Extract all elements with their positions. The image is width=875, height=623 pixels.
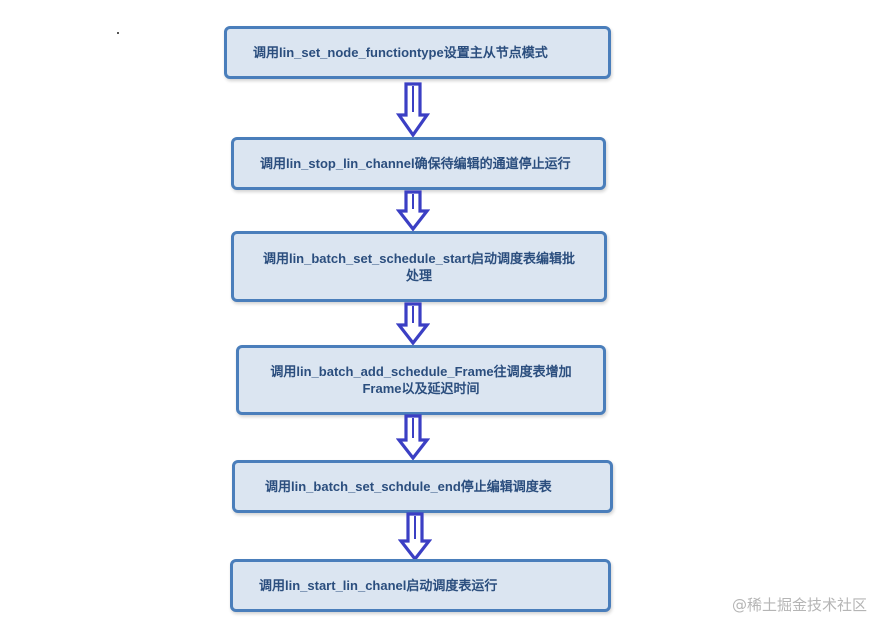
step-5-box: 调用lin_batch_set_schdule_end停止编辑调度表 — [232, 460, 613, 513]
step-3-box: 调用lin_batch_set_schedule_start启动调度表编辑批 处… — [231, 231, 607, 302]
step-2-box: 调用lin_stop_lin_channel确保待编辑的通道停止运行 — [231, 137, 606, 190]
arrow-down-1-icon — [396, 82, 430, 138]
step-6-label: 调用lin_start_lin_chanel启动调度表运行 — [259, 578, 498, 593]
step-4-label: 调用lin_batch_add_schedule_Frame往调度表增加 Fra… — [270, 364, 572, 396]
stray-dot-mark — [117, 32, 119, 34]
step-1-box: 调用lin_set_node_functiontype设置主从节点模式 — [224, 26, 611, 79]
step-1-label: 调用lin_set_node_functiontype设置主从节点模式 — [253, 45, 548, 60]
arrow-down-2-icon — [396, 190, 430, 232]
watermark-text: @稀土掘金技术社区 — [731, 596, 867, 614]
step-6-box: 调用lin_start_lin_chanel启动调度表运行 — [230, 559, 611, 612]
step-5-label: 调用lin_batch_set_schdule_end停止编辑调度表 — [265, 479, 552, 494]
step-2-label: 调用lin_stop_lin_channel确保待编辑的通道停止运行 — [260, 156, 571, 171]
arrow-down-5-icon — [398, 512, 432, 562]
step-4-box: 调用lin_batch_add_schedule_Frame往调度表增加 Fra… — [236, 345, 606, 415]
step-3-label: 调用lin_batch_set_schedule_start启动调度表编辑批 处… — [262, 250, 576, 283]
arrow-down-4-icon — [396, 414, 430, 461]
arrow-down-3-icon — [396, 302, 430, 346]
